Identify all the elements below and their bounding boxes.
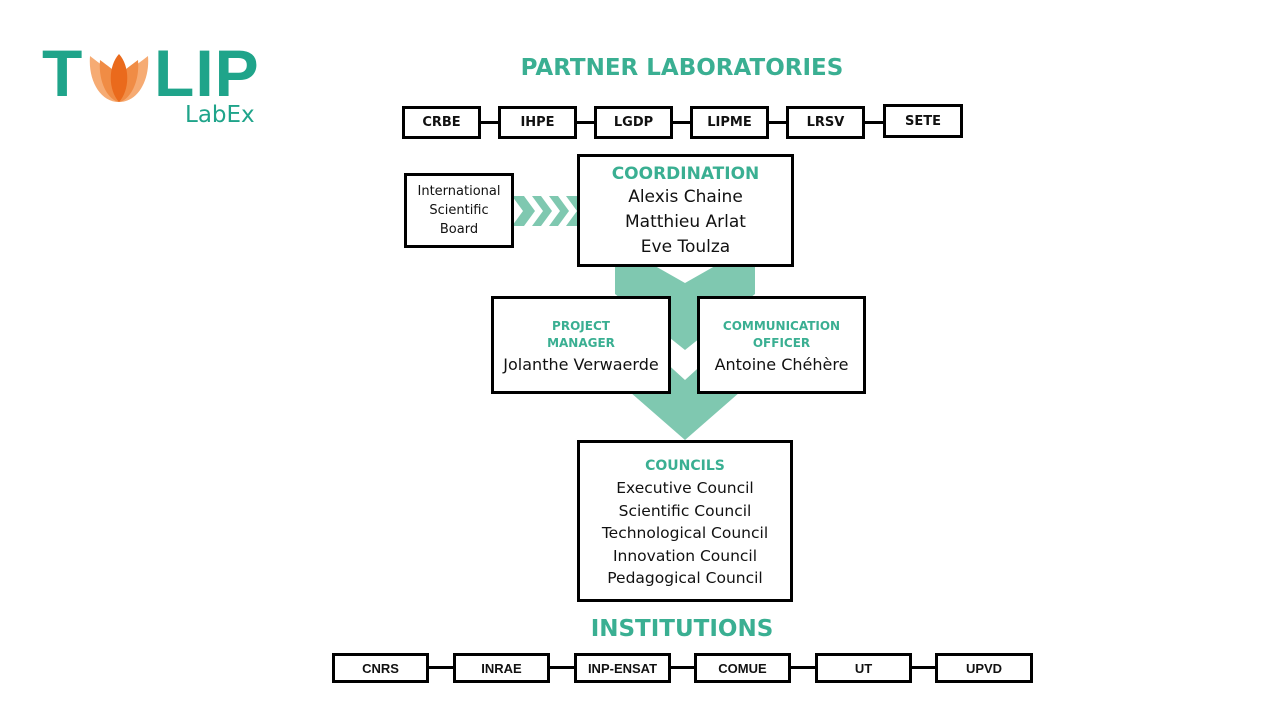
connector [862,121,886,124]
chevron-down-arrow-icon [615,262,755,350]
connector [766,121,790,124]
coordination-member: Matthieu Arlat [625,212,746,232]
connector [910,666,938,669]
board-line: Board [439,222,479,237]
lab-label: LGDP [613,115,654,130]
tulip-labex-logo: T LIP LabEx [42,40,262,134]
lab-crbe: CRBE [402,106,481,139]
coordination-member: Alexis Chaine [628,187,743,207]
institutions-title: INSTITUTIONS [590,616,774,642]
institution-inp-ensat: INP-ENSAT [574,653,671,683]
communication-officer-title: COMMUNICATION [722,318,841,333]
international-scientific-board-box: International Scientific Board [404,173,514,248]
communication-officer-name: Antoine Chéhère [714,354,849,374]
councils-title: COUNCILS [645,458,725,474]
connector [427,666,455,669]
connector [548,666,576,669]
lab-ihpe: IHPE [498,106,577,139]
partner-laboratories-title: PARTNER LABORATORIES [520,55,844,81]
institution-label: UT [854,660,873,676]
lab-lrsv: LRSV [786,106,865,139]
lab-label: LIPME [707,115,752,130]
lab-label: SETE [905,113,941,129]
council-item: Executive Council [616,479,754,497]
council-item: Scientific Council [618,501,752,520]
lab-lgdp: LGDP [594,106,673,139]
connector [478,121,502,124]
institution-comue: COMUE [694,653,791,683]
connector [574,121,598,124]
institution-ut: UT [815,653,912,683]
communication-officer-title: OFFICER [752,335,811,350]
council-item: Pedagogical Council [607,569,763,587]
coordination-box: COORDINATION Alexis Chaine Matthieu Arla… [577,154,794,267]
institution-label: COMUE [718,660,767,676]
tulip-flower-icon [89,54,149,102]
institution-label: CNRS [362,660,399,676]
communication-officer-box: COMMUNICATION OFFICER Antoine Chéhère [697,296,866,394]
lab-sete: SETE [883,104,963,138]
institution-cnrs: CNRS [332,653,429,683]
lab-label: IHPE [520,115,555,130]
lab-label: CRBE [422,115,461,130]
logo-letter-t: T [42,36,83,110]
institution-upvd: UPVD [935,653,1033,683]
project-manager-box: PROJECT MANAGER Jolanthe Verwaerde [491,296,671,394]
institution-inrae: INRAE [453,653,550,683]
connector [669,666,697,669]
logo-subtitle: LabEx [185,102,255,128]
project-manager-title: MANAGER [547,335,615,350]
council-item: Technological Council [601,524,769,542]
councils-box: COUNCILS Executive Council Scientific Co… [577,440,793,602]
project-manager-title: PROJECT [552,318,610,333]
lab-lipme: LIPME [690,106,769,139]
institution-label: INRAE [481,660,522,676]
connector [670,121,694,124]
council-item: Innovation Council [612,546,758,565]
logo-letters-lip: LIP [154,36,260,110]
connector [790,666,818,669]
project-manager-name: Jolanthe Verwaerde [503,354,659,374]
chevron-right-arrows-icon [512,196,577,226]
board-line: International [417,184,501,199]
coordination-member: Eve Toulza [640,237,731,257]
lab-label: LRSV [806,115,845,130]
coordination-title: COORDINATION [611,164,760,184]
institution-label: UPVD [965,660,1003,676]
institution-label: INP-ENSAT [587,660,658,676]
board-line: Scientific [429,203,489,218]
